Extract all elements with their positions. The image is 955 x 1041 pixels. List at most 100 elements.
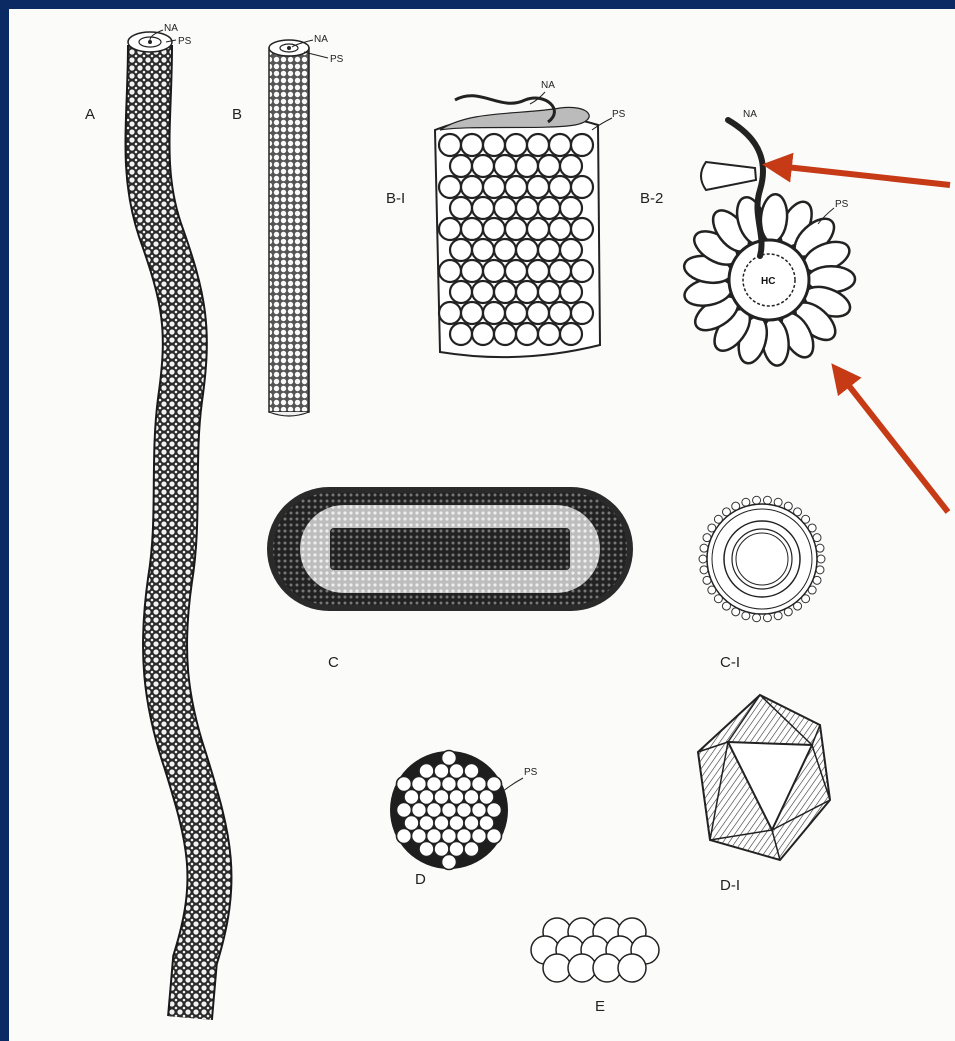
d-capsomer [442, 855, 457, 870]
b1-lobe [461, 218, 483, 240]
label-b: B [232, 106, 242, 123]
b1-lobe [560, 239, 582, 261]
b1-lobe [439, 302, 461, 324]
label-b-na: NA [314, 34, 328, 45]
e-subunit [593, 954, 621, 982]
c1-knob [700, 544, 708, 552]
b1-lobe [450, 197, 472, 219]
c1-knob [753, 614, 761, 622]
virus-a-flexible-filament [128, 32, 209, 1018]
d-capsomer [397, 829, 412, 844]
b1-lobe [538, 281, 560, 303]
b1-lobe [549, 302, 571, 324]
virus-e-cluster [531, 918, 659, 982]
c1-knob [763, 614, 771, 622]
b1-lobe [439, 218, 461, 240]
b1-lobe [527, 302, 549, 324]
label-d: D [415, 871, 426, 888]
b1-lobe [538, 239, 560, 261]
b1-lobe [538, 323, 560, 345]
label-d-ps: PS [524, 767, 538, 778]
b1-lobe [494, 281, 516, 303]
c1-knob [817, 555, 825, 563]
label-b2-ps: PS [835, 199, 849, 210]
label-a-ps: PS [178, 36, 192, 47]
b1-lobe [450, 239, 472, 261]
b1-lobe [439, 260, 461, 282]
b1-lobe [549, 176, 571, 198]
b1-lobe [494, 239, 516, 261]
label-b2-hc: HC [761, 276, 775, 287]
label-b1-na: NA [541, 80, 555, 91]
b1-lobe [461, 134, 483, 156]
label-c1: C-I [720, 654, 740, 671]
b1-lobe [494, 155, 516, 177]
b1-lobe [549, 134, 571, 156]
figure-canvas: A NA PS B NA PS B-I NA PS B-2 NA PS HC [9, 9, 955, 1041]
virus-b1-rod-segment [435, 96, 600, 357]
b1-lobe [560, 155, 582, 177]
b1-lobe [571, 134, 593, 156]
b1-lobe [527, 134, 549, 156]
b1-lobe [505, 260, 527, 282]
b1-lobe [483, 218, 505, 240]
b1-lobe [472, 155, 494, 177]
c1-knob [753, 496, 761, 504]
label-c: C [328, 654, 339, 671]
b1-lobe [494, 197, 516, 219]
label-b1-ps: PS [612, 109, 626, 120]
b1-lobe [461, 302, 483, 324]
b1-lobe [505, 134, 527, 156]
b1-lobe [461, 260, 483, 282]
b1-lobe [516, 323, 538, 345]
b1-lobe [472, 323, 494, 345]
b1-lobe [516, 239, 538, 261]
b1-lobe [538, 155, 560, 177]
b1-lobe [505, 218, 527, 240]
b1-lobe [516, 155, 538, 177]
b1-lobe [472, 197, 494, 219]
c1-knob [816, 544, 824, 552]
b1-lobe [538, 197, 560, 219]
b1-lobe [439, 134, 461, 156]
e-subunit [618, 954, 646, 982]
e-subunit [568, 954, 596, 982]
virus-b2-cross-section [682, 120, 855, 367]
b1-lobe [560, 197, 582, 219]
c1-knob [700, 566, 708, 574]
virus-c-bacilliform [267, 487, 633, 611]
b1-lobe [472, 281, 494, 303]
b1-lobe [505, 302, 527, 324]
d-capsomer [464, 842, 479, 857]
b1-lobe [560, 323, 582, 345]
b1-lobe [527, 176, 549, 198]
virus-d-spherical [390, 751, 508, 870]
leader-d-ps [502, 778, 523, 792]
label-b2-na: NA [743, 109, 757, 120]
label-d1: D-I [720, 877, 740, 894]
b1-lobe [549, 260, 571, 282]
d-capsomer [487, 829, 502, 844]
label-a-na: NA [164, 23, 178, 34]
e-subunit [543, 954, 571, 982]
c1-knob [699, 555, 707, 563]
b1-lobe [450, 323, 472, 345]
label-b1: B-I [386, 190, 405, 207]
c1-knob [816, 566, 824, 574]
label-a: A [85, 106, 95, 123]
b1-lobe [494, 323, 516, 345]
virus-structure-diagram: A NA PS B NA PS B-I NA PS B-2 NA PS HC [9, 9, 955, 1041]
b1-lobe [450, 155, 472, 177]
b1-lobe [450, 281, 472, 303]
b1-lobe [472, 239, 494, 261]
b1-lobe [571, 176, 593, 198]
b1-lobe [516, 281, 538, 303]
label-b-ps: PS [330, 54, 344, 65]
label-b2: B-2 [640, 190, 663, 207]
label-e: E [595, 998, 605, 1015]
b1-capsomer-lobes [439, 134, 593, 345]
b1-lobe [439, 176, 461, 198]
virus-d1-icosahedron [698, 695, 830, 860]
b2-detached-subunit [701, 162, 756, 190]
virus-b-rigid-rod [269, 40, 309, 416]
